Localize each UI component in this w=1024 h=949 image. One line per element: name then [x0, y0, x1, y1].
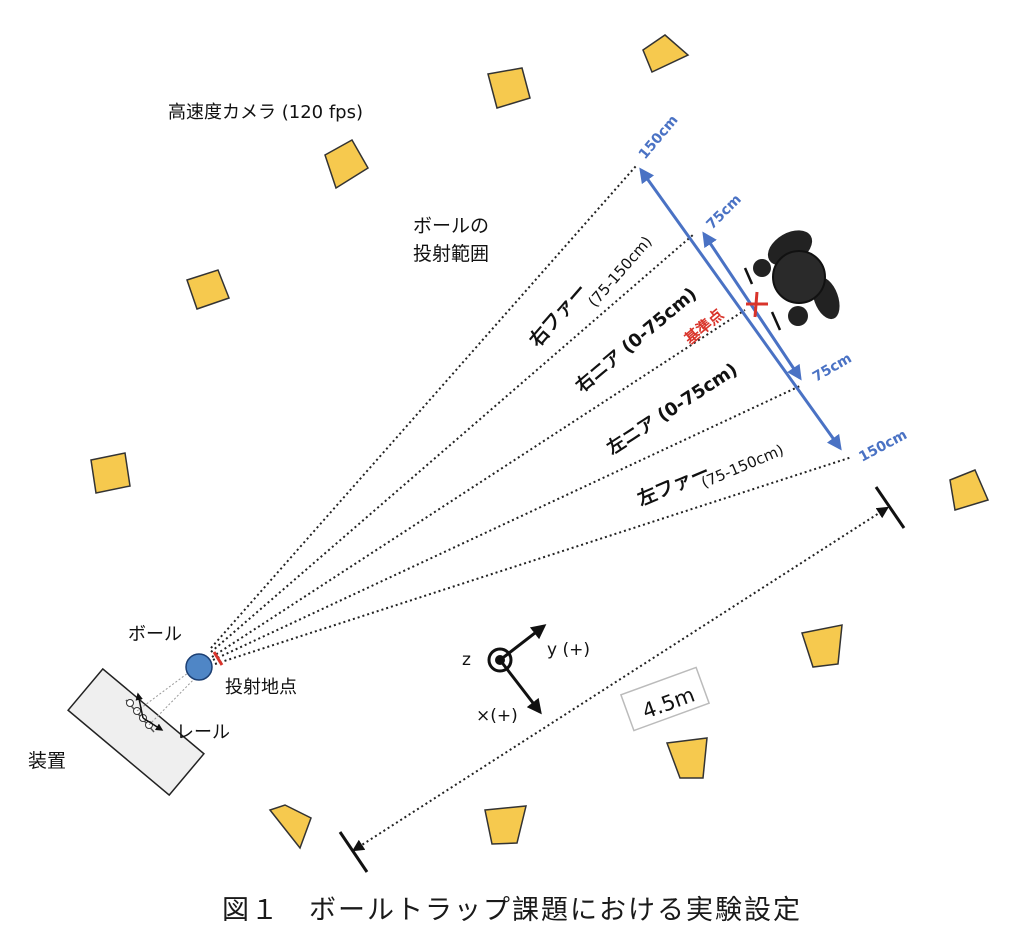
dist-150-bottom-label: 150cm [856, 427, 910, 466]
device-label: 装置 [28, 750, 66, 772]
launch-point-mark [212, 651, 224, 666]
camera-icon [487, 67, 531, 109]
person-icon [743, 230, 840, 331]
camera-icon [90, 452, 131, 494]
diagram-canvas: 高速度カメラ (120 fps) ボールの 投射範囲 右ファー (75-150c… [28, 34, 990, 873]
right-far-label: 右ファー [524, 279, 592, 352]
device-body [67, 667, 205, 797]
coordinate-axes [487, 624, 547, 715]
dist-150-top-label: 150cm [636, 112, 682, 162]
range-label-line2: 投射範囲 [413, 243, 489, 265]
camera-icon [484, 805, 527, 845]
camera-icon [665, 737, 708, 779]
reference-point-mark [746, 291, 768, 318]
camera-icon [324, 138, 370, 190]
axis-x-label: ×(+) [476, 706, 518, 726]
ball [185, 653, 213, 681]
camera-icon [801, 624, 843, 668]
left-near-label: 左ニア (0-75cm) [603, 358, 742, 459]
camera-icon [642, 34, 690, 74]
figure-caption: 図１ ボールトラップ課題における実験設定 [222, 895, 802, 926]
dist-75-bottom-label: 75cm [810, 350, 855, 385]
left-far-label: 左ファー [634, 460, 713, 511]
distance-arrows [639, 167, 842, 451]
launch-point-label: 投射地点 [225, 677, 297, 698]
projection-lines [210, 165, 853, 665]
camera-icon [186, 269, 230, 310]
dist-75-top-label: 75cm [704, 192, 745, 233]
axis-y-label: y (+) [547, 640, 590, 660]
distance-4-5m [338, 486, 906, 873]
ball-label: ボール [128, 624, 182, 645]
camera-icon [268, 804, 312, 850]
distance-label-box [619, 666, 711, 732]
range-label-line1: ボールの [413, 215, 489, 237]
left-far-range-label: (75-150cm) [699, 441, 787, 492]
launch-device [67, 666, 205, 797]
axis-z-label: z [462, 650, 471, 670]
rail-label: レール [176, 722, 230, 743]
camera-label: 高速度カメラ (120 fps) [168, 102, 363, 123]
camera-icon [949, 469, 990, 511]
